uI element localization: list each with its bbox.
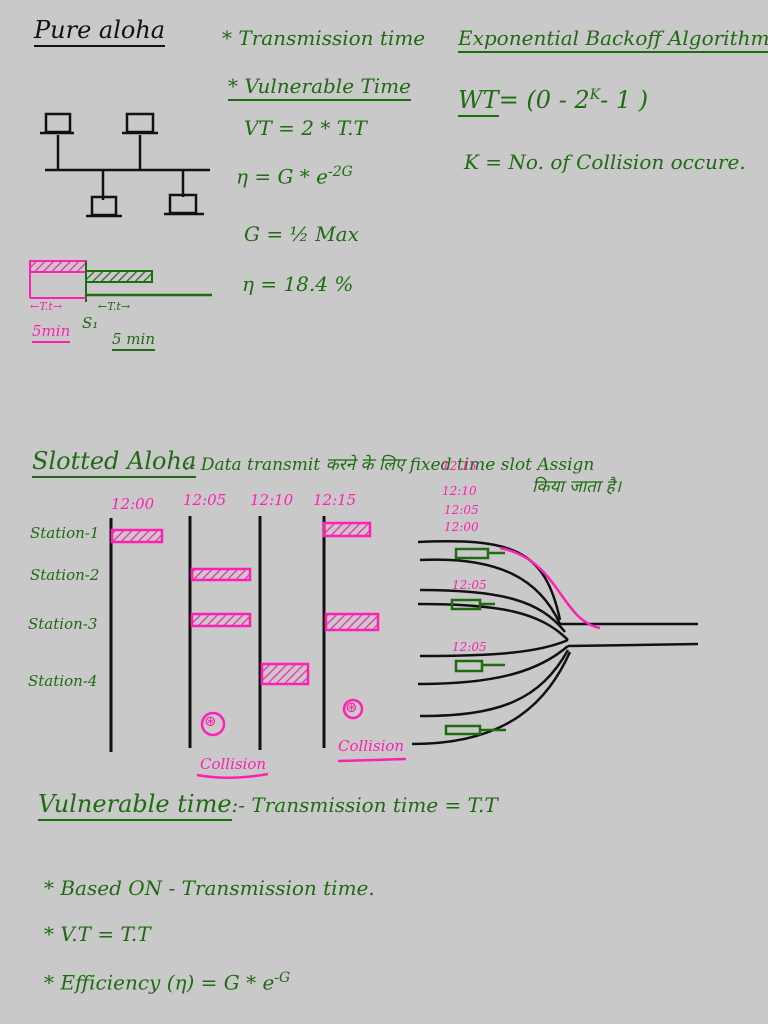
slotted-aloha-description-2: किया जाता है। bbox=[532, 477, 622, 497]
vulnerable-bullet-1: * Based ON - Transmission time. bbox=[44, 876, 375, 900]
collision-mark-1: ⊛ bbox=[204, 712, 217, 730]
slot-time-1200: 12:00 bbox=[111, 495, 155, 513]
timeline-right-label: 5 min bbox=[112, 330, 155, 351]
slot-time-1210: 12:10 bbox=[250, 491, 294, 509]
point-vulnerable-time: * Vulnerable Time bbox=[228, 74, 411, 101]
road-time-1215: 12:15 bbox=[442, 459, 477, 473]
station-4-label: Station-4 bbox=[28, 672, 98, 690]
s1-label: S₁ bbox=[82, 314, 99, 332]
road-small-time-1: 12:05 bbox=[452, 578, 487, 592]
slot-lines bbox=[109, 516, 326, 752]
station-3-label: Station-3 bbox=[28, 615, 98, 633]
road-small-time-2: 12:05 bbox=[452, 640, 487, 654]
point-transmission-time: * Transmission time bbox=[222, 26, 426, 50]
tt-right: ←T.t→ bbox=[98, 300, 131, 313]
timeline-left-label: 5min bbox=[32, 322, 71, 343]
slot-frames bbox=[110, 521, 380, 686]
collision-circles bbox=[196, 698, 407, 780]
collision-mark-2: ⊛ bbox=[345, 698, 358, 716]
road-time-1200: 12:00 bbox=[444, 520, 479, 534]
formula-eta-value: η = 18.4 % bbox=[242, 272, 354, 296]
backoff-formula-exponent: K bbox=[589, 87, 601, 103]
formula-eta-exponent: -2G bbox=[327, 164, 353, 180]
collision-label-1: Collision bbox=[200, 755, 267, 773]
station-1-label: Station-1 bbox=[30, 524, 100, 542]
pink-merge-path bbox=[499, 546, 601, 630]
backoff-formula: WT= (0 - 2K- 1 ) bbox=[458, 86, 649, 117]
road-time-1210: 12:10 bbox=[442, 484, 477, 498]
vulnerable-bullet-3: * Efficiency (η) = G * e-G bbox=[44, 970, 290, 995]
pure-aloha-timeline bbox=[29, 260, 212, 302]
tt-left: ←T.t→ bbox=[30, 300, 63, 313]
station-2-label: Station-2 bbox=[30, 566, 100, 584]
backoff-title: Exponential Backoff Algorithm bbox=[458, 26, 768, 53]
vulnerable-heading-rest: :- Transmission time = T.T bbox=[231, 793, 498, 817]
road-vehicles bbox=[444, 547, 506, 736]
slotted-aloha-title: Slotted Aloha bbox=[32, 447, 197, 478]
collision-label-2: Collision bbox=[338, 737, 405, 755]
formula-vt: VT = 2 * T.T bbox=[244, 116, 367, 140]
slotted-aloha-description: :- Data transmit करने के लिए fixed time … bbox=[184, 455, 595, 475]
backoff-formula-rhs: = (0 - 2 bbox=[498, 86, 590, 114]
backoff-formula-lhs: WT bbox=[458, 86, 499, 117]
efficiency-text: * Efficiency (η) = G * e bbox=[44, 970, 275, 995]
network-bus-diagram bbox=[40, 112, 210, 218]
vulnerable-bullet-2: * V.T = T.T bbox=[44, 922, 151, 946]
formula-g: G = ½ Max bbox=[244, 222, 359, 246]
vulnerable-heading-term: Vulnerable time bbox=[38, 790, 232, 821]
backoff-k-definition: K = No. of Collision occure. bbox=[464, 150, 746, 174]
efficiency-exponent: -G bbox=[274, 970, 291, 986]
formula-eta: η = G * e-2G bbox=[236, 164, 353, 189]
formula-eta-base: η = G * e bbox=[236, 164, 328, 189]
slot-time-1215: 12:15 bbox=[313, 491, 357, 509]
vulnerable-heading: Vulnerable time:- Transmission time = T.… bbox=[38, 790, 498, 821]
backoff-formula-tail: - 1 ) bbox=[600, 86, 649, 114]
road-time-1205: 12:05 bbox=[444, 503, 479, 517]
pure-aloha-title: Pure aloha bbox=[34, 16, 166, 47]
slot-time-1205: 12:05 bbox=[183, 491, 227, 509]
